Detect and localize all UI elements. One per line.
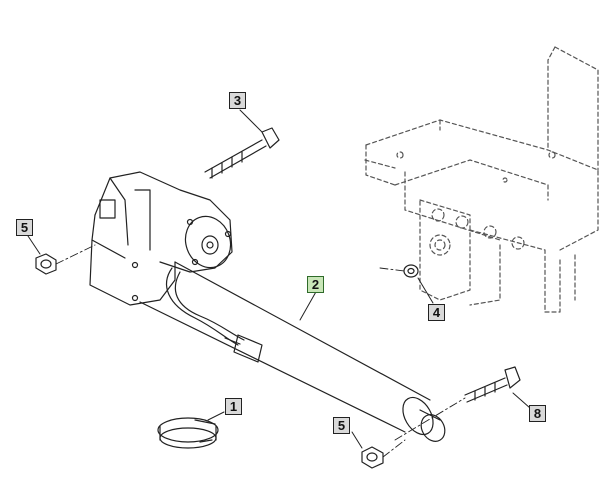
- mounting-bracket: [364, 46, 599, 313]
- callout-1[interactable]: 1: [225, 398, 242, 415]
- actuator-tube: [139, 261, 446, 442]
- wire-harness: [166, 267, 263, 363]
- cap-screw-3: [204, 127, 280, 179]
- hex-nut-bottom: [361, 446, 384, 469]
- callout-5-left[interactable]: 5: [16, 219, 33, 236]
- center-lines: [55, 244, 466, 458]
- callout-5-bottom[interactable]: 5: [333, 417, 350, 434]
- callout-2[interactable]: 2: [307, 276, 324, 293]
- leader-lines: [27, 109, 531, 449]
- lock-washer-4: [403, 264, 419, 278]
- hose-clamp-1: [157, 417, 219, 449]
- hex-nut-left: [35, 253, 57, 275]
- cap-screw-8: [464, 366, 521, 403]
- actuator-motor: [89, 171, 233, 306]
- callout-3[interactable]: 3: [229, 92, 246, 109]
- callout-4[interactable]: 4: [428, 304, 445, 321]
- callout-8[interactable]: 8: [529, 405, 546, 422]
